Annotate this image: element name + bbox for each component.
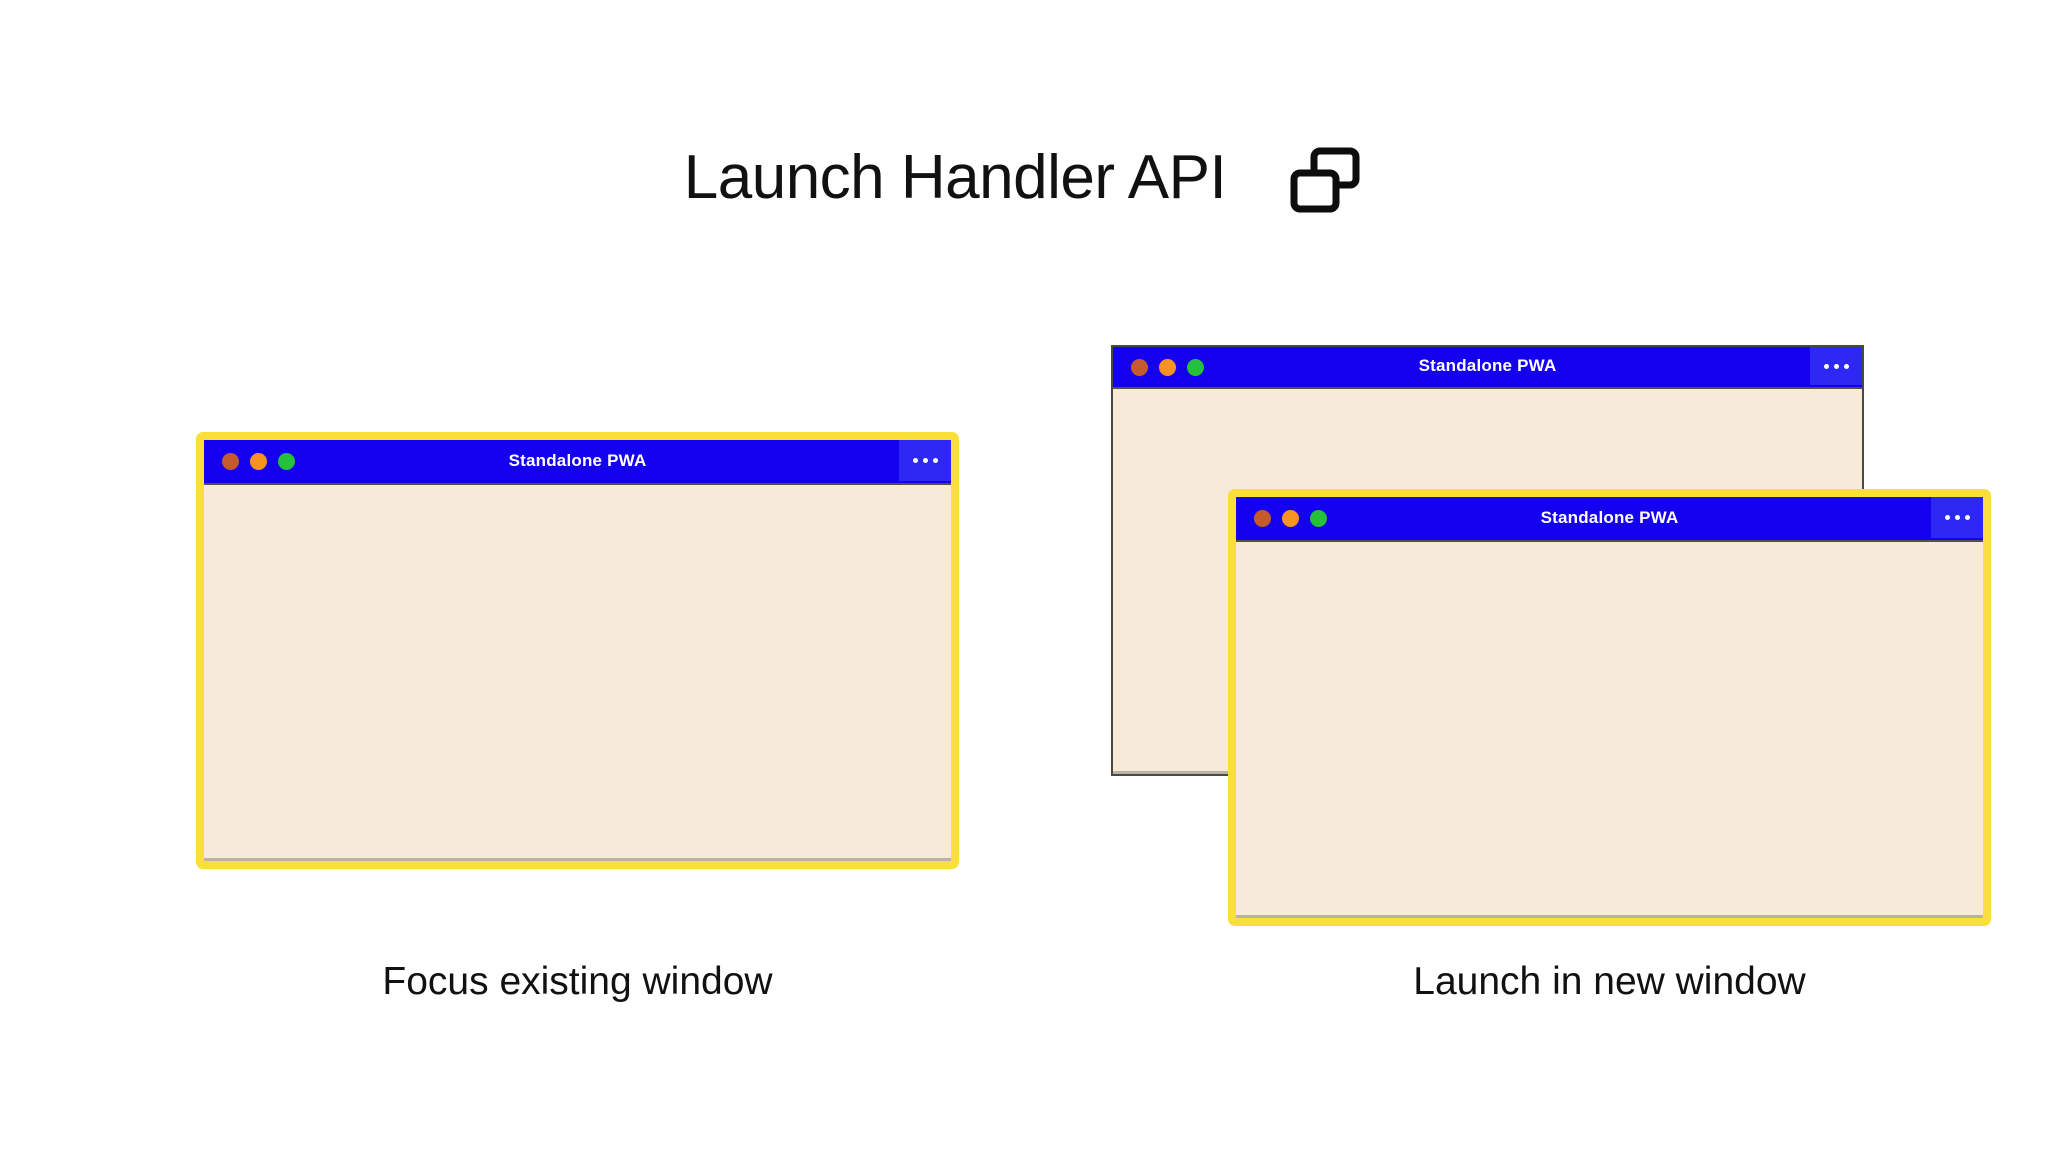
right-back-window-title: Standalone PWA bbox=[1418, 356, 1557, 375]
right-scenario-caption: Launch in new window bbox=[1413, 960, 1806, 1003]
menu-dot bbox=[1964, 515, 1970, 520]
menu-dot bbox=[1833, 363, 1839, 369]
maximize-icon[interactable] bbox=[1187, 358, 1204, 376]
traffic-lights bbox=[1236, 510, 1327, 527]
minimize-icon[interactable] bbox=[250, 453, 267, 470]
menu-dot bbox=[922, 458, 928, 463]
minimize-icon[interactable] bbox=[1282, 510, 1299, 527]
left-window-titlebar[interactable]: Standalone PWA bbox=[204, 440, 951, 485]
maximize-icon[interactable] bbox=[278, 453, 295, 470]
left-window-title: Standalone PWA bbox=[508, 450, 647, 470]
right-front-window[interactable]: Standalone PWA bbox=[1228, 489, 1991, 926]
close-icon[interactable] bbox=[1254, 510, 1271, 527]
menu-dot bbox=[932, 458, 938, 463]
minimize-icon[interactable] bbox=[1159, 358, 1176, 376]
menu-dot bbox=[1944, 515, 1950, 520]
maximize-icon[interactable] bbox=[1310, 510, 1327, 527]
right-back-window-titlebar[interactable]: Standalone PWA bbox=[1113, 347, 1862, 389]
menu-dot bbox=[912, 458, 918, 463]
page-heading: Launch Handler API bbox=[0, 118, 2048, 238]
page-title: Launch Handler API bbox=[683, 143, 1227, 212]
left-window-inner: Standalone PWA bbox=[204, 440, 951, 861]
overflow-menu-icon[interactable] bbox=[1810, 347, 1862, 385]
left-window-content-area bbox=[204, 485, 951, 861]
two-overlapping-windows-icon bbox=[1286, 141, 1364, 219]
traffic-lights bbox=[1113, 358, 1204, 376]
menu-dot bbox=[1823, 363, 1829, 369]
right-front-window-titlebar[interactable]: Standalone PWA bbox=[1236, 497, 1983, 542]
left-window[interactable]: Standalone PWA bbox=[196, 432, 959, 869]
left-scenario-caption: Focus existing window bbox=[382, 960, 773, 1003]
right-front-window-content-area bbox=[1236, 542, 1983, 918]
close-icon[interactable] bbox=[1131, 358, 1148, 376]
close-icon[interactable] bbox=[222, 453, 239, 470]
right-front-window-inner: Standalone PWA bbox=[1236, 497, 1983, 918]
menu-dot bbox=[1843, 363, 1849, 369]
overflow-menu-icon[interactable] bbox=[1931, 497, 1983, 538]
right-front-window-title: Standalone PWA bbox=[1540, 507, 1679, 527]
menu-dot bbox=[1954, 515, 1960, 520]
traffic-lights bbox=[204, 453, 295, 470]
overflow-menu-icon[interactable] bbox=[899, 440, 951, 481]
